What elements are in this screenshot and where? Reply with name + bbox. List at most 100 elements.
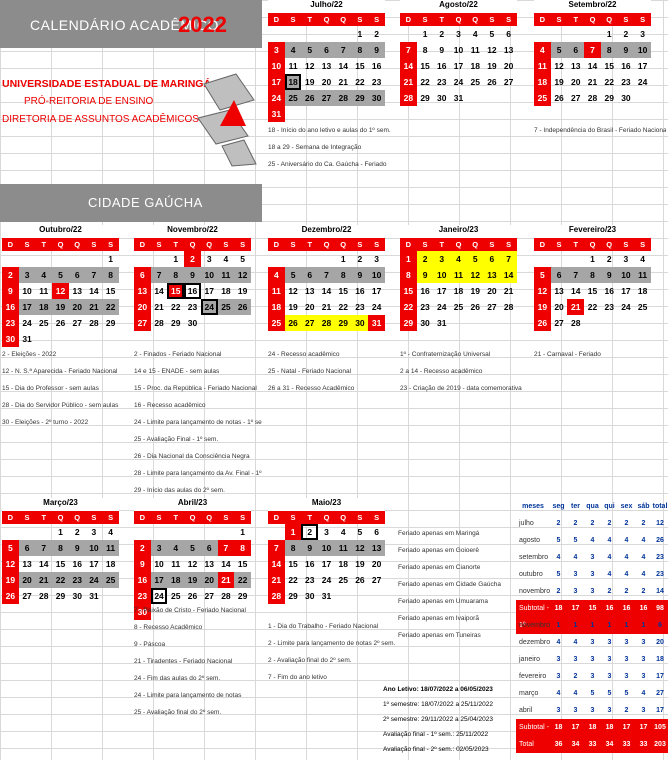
day-cell: 18 [221, 286, 231, 296]
day-cell: 28 [571, 318, 581, 328]
note-line: 30 - Eleições - 2º turno - 2022 [2, 419, 89, 426]
day-cell: 10 [368, 267, 385, 283]
day-cell: 13 [368, 540, 385, 556]
empty-day [268, 251, 285, 267]
day-cell: 14 [89, 286, 99, 296]
day-cell: 20 [571, 77, 581, 87]
empty-day [567, 26, 584, 42]
table-cell: 34 [567, 736, 584, 753]
day-cell: 27 [571, 93, 581, 103]
weekday-header: Q [68, 511, 86, 524]
table-cell: 5 [556, 571, 561, 578]
day-cell: 27 [318, 90, 335, 106]
day-cell: 20 [18, 572, 36, 588]
day-cell: 18 [453, 286, 464, 296]
day-cell: 3 [433, 251, 451, 267]
weekday-header: S [500, 13, 517, 26]
empty-day [301, 251, 318, 267]
day-cell: 16 [604, 286, 614, 296]
day-cell: 8 [584, 267, 601, 283]
table-cell: 3 [641, 707, 646, 714]
note-line: 25 - Natal - Feriado Nacional [268, 368, 352, 375]
weekday-header: T [567, 13, 585, 26]
day-cell: 23 [68, 572, 86, 588]
day-cell: 1 [422, 29, 428, 39]
day-cell: 16 [72, 559, 82, 569]
note-line: 7 - Fim do ano letivo [268, 674, 327, 681]
table-header-cell: total [652, 503, 668, 510]
month-title: Outubro/22 [2, 225, 119, 238]
table-cell: 4 [624, 571, 629, 578]
table-cell: 4 [607, 571, 612, 578]
day-cell: 24 [637, 77, 648, 87]
weekday-header: D [400, 238, 417, 251]
table-cell: 3 [607, 707, 612, 714]
day-cell: 6 [18, 540, 36, 556]
day-cell: 5 [550, 42, 568, 58]
day-cell: 30 [621, 93, 631, 103]
day-cell: 30 [2, 331, 19, 347]
empty-day [201, 524, 218, 540]
semester-line: 1º semestre: 18/07/2022 a 25/11/2022 [383, 701, 493, 708]
day-cell: 7 [85, 267, 103, 283]
notes-july: 18 - Início do ano letivo e aulas do 1º … [268, 122, 396, 173]
day-cell: 29 [237, 591, 248, 601]
day-cell: 21 [321, 302, 332, 312]
day-cell: 10 [200, 267, 218, 283]
day-cell: 19 [184, 572, 201, 588]
weekday-header: D [134, 511, 151, 524]
table-cell: 4 [573, 639, 578, 646]
note-line: 21 - Tiradentes - Feriado Nacional [134, 658, 233, 665]
note-line: 2 - Avaliação final do 2º sem. [268, 657, 352, 664]
note-line: 24 - Limite para lançamento de notas [134, 692, 242, 699]
day-cell: 1 [606, 29, 612, 39]
day-cell: 12 [305, 61, 315, 71]
table-cell: 2 [641, 520, 646, 527]
note-line: 2 - Eleições - 2022 [2, 351, 57, 358]
weekday-header: D [2, 238, 19, 251]
table-cell: 2 [573, 673, 578, 680]
table-cell: 3 [624, 656, 629, 663]
university-name: UNIVERSIDADE ESTADUAL DE MARINGÁ [2, 78, 212, 90]
day-cell: 19 [554, 77, 564, 87]
note-line: 16 - Recesso acadêmico [134, 402, 206, 409]
day-cell: 20 [554, 302, 564, 312]
weekday-header: D [534, 13, 551, 26]
weekday-header: D [268, 511, 285, 524]
table-cell: 33 [584, 736, 601, 753]
day-cell: 31 [22, 334, 32, 344]
day-cell: 22 [288, 575, 298, 585]
day-cell: 2 [623, 29, 629, 39]
table-cell: 3 [607, 639, 612, 646]
day-cell: 9 [184, 267, 201, 283]
empty-day [285, 251, 302, 267]
day-cell: 25 [39, 318, 49, 328]
day-cell: 12 [288, 286, 298, 296]
day-cell: 14 [400, 58, 417, 74]
day-cell: 5 [301, 42, 319, 58]
weekday-header: T [301, 238, 319, 251]
table-cell: 3 [590, 673, 595, 680]
table-cell: 5 [607, 690, 612, 697]
day-cell: 19 [487, 61, 497, 71]
day-cell: 23 [187, 302, 198, 312]
day-cell: 3 [324, 527, 329, 537]
table-month: julho [519, 520, 534, 527]
weekday-header: D [134, 238, 151, 251]
day-cell: 23 [134, 588, 151, 604]
day-cell: 9 [2, 283, 19, 299]
weekday-header: S [416, 238, 434, 251]
weekday-header: Q [584, 238, 601, 251]
table-cell: 4 [641, 537, 646, 544]
day-cell: 16 [437, 61, 447, 71]
day-cell: 11 [171, 559, 181, 569]
day-cell: 20 [487, 286, 497, 296]
note-line: 8 - Recesso Acadêmico [134, 624, 203, 631]
day-cell: 21 [35, 572, 53, 588]
day-cell: 22 [420, 77, 430, 87]
